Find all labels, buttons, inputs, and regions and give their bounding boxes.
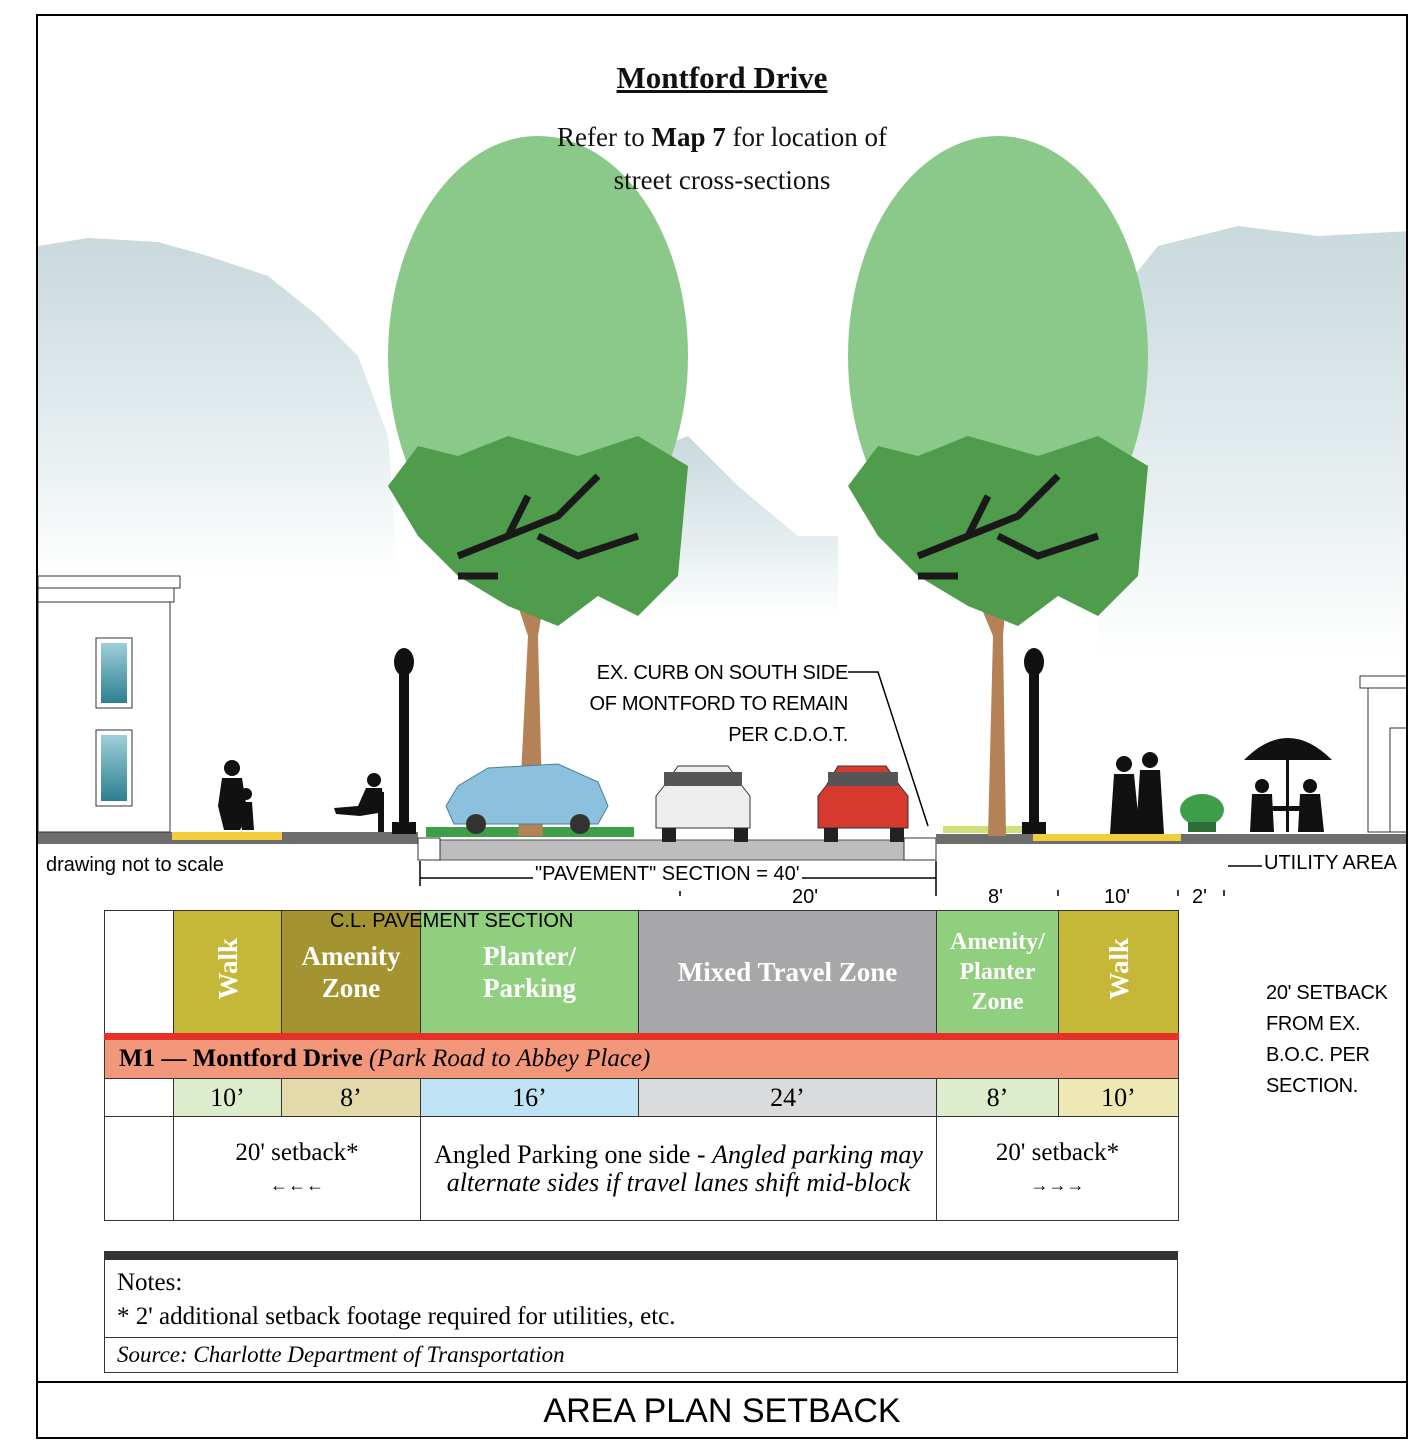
zone-planter-line2: Parking: [482, 973, 576, 1003]
parking-description-italic: Angled parking may alternate sides if tr…: [446, 1139, 923, 1197]
lamp-post-left: [392, 648, 416, 834]
zone-planter-line1: Planter/: [483, 941, 576, 971]
right-setback-arrows: →→→: [1030, 1174, 1085, 1195]
utility-dimension-label: 2': [1190, 886, 1209, 909]
zone-amenity-planter-line2: Planter: [959, 959, 1036, 985]
car-white: [655, 765, 751, 842]
building-right: [1359, 675, 1406, 833]
cafe-table-right: [1244, 738, 1332, 832]
zone-blank: [104, 910, 174, 1037]
zone-walk-left-label: Walk: [212, 937, 243, 1000]
car-red: [817, 765, 909, 842]
width-walk-left: 10’: [173, 1078, 282, 1117]
zone-mixed-travel: Mixed Travel Zone: [638, 910, 937, 1037]
shrub-right: [1180, 794, 1224, 832]
parked-car-left: [445, 763, 609, 834]
diagram-frame: Montford Drive Refer to Map 7 for locati…: [36, 14, 1408, 1439]
notes-section: Notes: * 2' additional setback footage r…: [105, 1260, 1177, 1338]
left-setback-arrows: ←←←: [270, 1174, 324, 1195]
walk-yellow-left: [172, 832, 282, 840]
curb-callout-line1: EX. CURB ON SOUTH SIDE: [596, 662, 849, 684]
width-travel: 24’: [638, 1078, 937, 1117]
source-note: Source: Charlotte Department of Transpor…: [117, 1342, 565, 1367]
pavement: [417, 839, 937, 861]
curb-callout-line3: PER C.D.O.T.: [728, 724, 848, 746]
subtitle-post: for location of: [725, 122, 887, 152]
setback-callout-line3: B.O.C. PER: [1266, 1044, 1370, 1066]
section-band-row: M1 — Montford Drive (Park Road to Abbey …: [104, 1033, 1179, 1079]
description-blank: [104, 1116, 174, 1221]
zone-walk-right: Walk: [1058, 910, 1179, 1037]
notes-heading: Notes:: [117, 1269, 183, 1296]
description-row: 20' setback* ←←← Angled Parking one side…: [104, 1116, 1179, 1221]
zone-amenity-line1: Amenity: [301, 941, 401, 971]
zone-amenity-planter-line3: Zone: [971, 989, 1024, 1015]
left-setback-cell: 20' setback* ←←←: [173, 1116, 421, 1221]
parking-description-cell: Angled Parking one side - Angled parking…: [420, 1116, 937, 1221]
section-extent: (Park Road to Abbey Place): [368, 1045, 651, 1072]
width-planter: 16’: [420, 1078, 639, 1117]
curb-right: [903, 837, 937, 861]
zone-travel-label: Mixed Travel Zone: [677, 957, 898, 987]
zone-walk-left: Walk: [173, 910, 282, 1037]
setback-callout-line1: 20' SETBACK: [1266, 982, 1388, 1004]
left-setback-text: 20' setback*: [235, 1138, 359, 1166]
setback-callout-line2: FROM EX.: [1266, 1013, 1361, 1035]
curb-callout-line2: OF MONTFORD TO REMAIN: [589, 693, 848, 715]
couple-right: [1110, 752, 1164, 834]
width-row: 10’ 8’ 16’ 24’ 8’ 10’: [104, 1078, 1179, 1117]
subtitle-map-ref: Map 7: [651, 122, 726, 152]
parking-description-plain: Angled Parking one side -: [434, 1139, 713, 1169]
walk-yellow-right: [1033, 834, 1181, 841]
pavement-section-label: "PAVEMENT" SECTION = 40': [533, 863, 802, 886]
lamp-post-right: [1022, 648, 1046, 834]
footer-title: AREA PLAN SETBACK: [543, 1392, 901, 1430]
notes-item: * 2' additional setback footage required…: [117, 1303, 676, 1330]
street-illustration: [38, 136, 1406, 896]
zone-amenity-planter-line1: Amenity/: [950, 929, 1045, 955]
zone-walk-right-label: Walk: [1103, 937, 1134, 1000]
building-left: [38, 575, 181, 833]
zone-amenity-line2: Zone: [321, 973, 381, 1003]
utility-area-label: UTILITY AREA: [1264, 852, 1398, 874]
half-width-label: 20': [790, 886, 821, 909]
section-band: M1 — Montford Drive (Park Road to Abbey …: [104, 1033, 1179, 1079]
seated-person-left: [334, 773, 384, 832]
curb-callout: EX. CURB ON SOUTH SIDE OF MONTFORD TO RE…: [558, 658, 848, 751]
pedestrian-left: [218, 760, 254, 830]
right-setback-text: 20' setback*: [995, 1138, 1120, 1166]
footer-divider: [38, 1381, 1406, 1383]
width-blank: [104, 1078, 174, 1117]
walk-dimension-label: 10': [1102, 886, 1133, 909]
notes-box: Notes: * 2' additional setback footage r…: [104, 1251, 1178, 1373]
tree-left: [388, 136, 688, 836]
subtitle-line2: street cross-sections: [613, 165, 831, 195]
width-walk-right: 10’: [1058, 1078, 1179, 1117]
section-code: M1 — Montford Drive: [119, 1045, 363, 1072]
width-amenity-planter: 8’: [936, 1078, 1059, 1117]
tree-right: [848, 136, 1148, 836]
sky-right: [1098, 226, 1406, 656]
subtitle-pre: Refer to: [557, 122, 652, 152]
amenity-dimension-label: 8': [986, 886, 1005, 909]
diagram-subtitle: Refer to Map 7 for location of street cr…: [38, 116, 1406, 202]
not-to-scale-note: drawing not to scale: [46, 854, 224, 876]
right-setback-cell: 20' setback* →→→: [936, 1116, 1179, 1221]
amenity-right: [943, 826, 1031, 833]
curb-left: [417, 837, 441, 861]
sky-left: [38, 238, 398, 576]
width-amenity: 8’: [281, 1078, 421, 1117]
diagram-title: Montford Drive: [616, 60, 828, 95]
centerline-label: C.L. PAVEMENT SECTION: [330, 910, 574, 932]
setback-callout-line4: SECTION.: [1266, 1075, 1359, 1097]
setback-callout: 20' SETBACK FROM EX. B.O.C. PER SECTION.: [1266, 978, 1388, 1102]
